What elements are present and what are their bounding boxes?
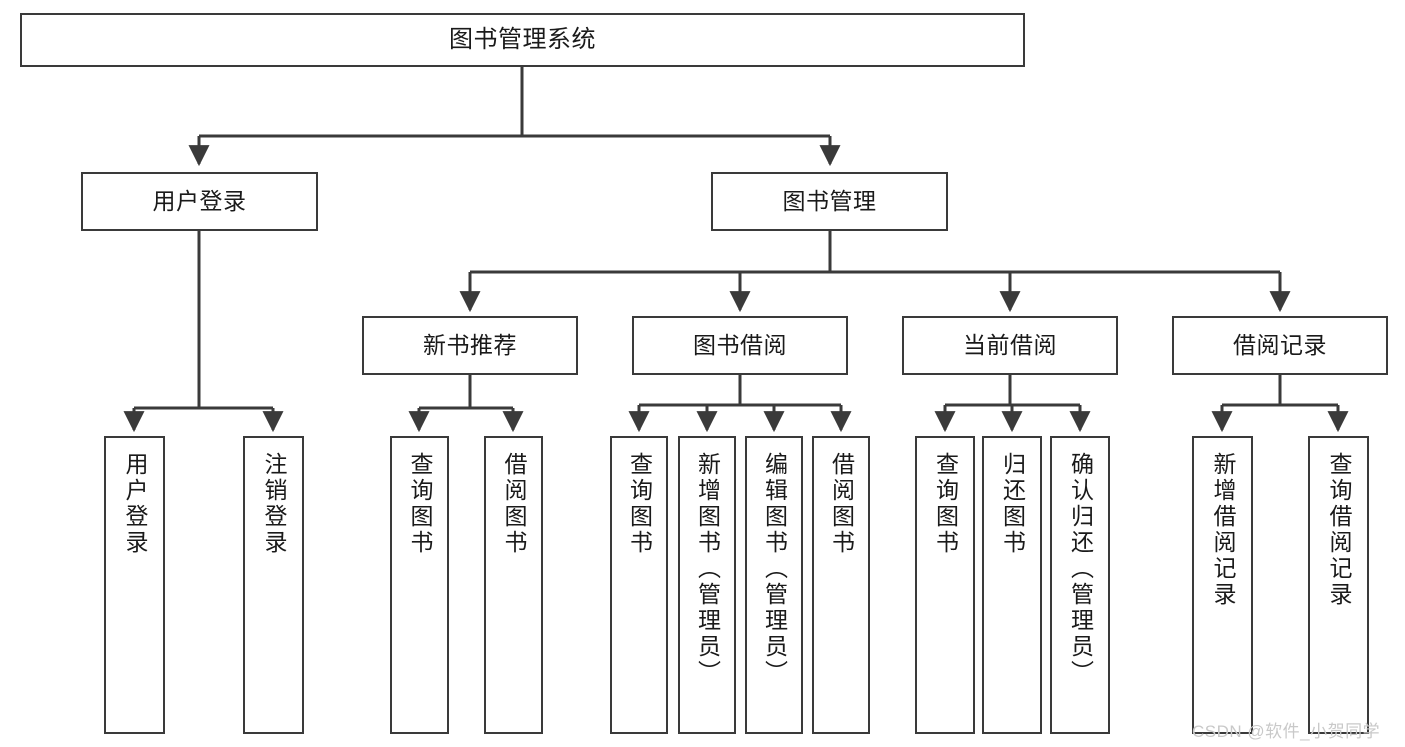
node-new-book-recommend[interactable]: 新书推荐 [362,316,578,375]
node-label: 图书管理 [782,187,877,214]
node-label: 借阅图书 [501,452,527,556]
node-borrow-record[interactable]: 借阅记录 [1172,316,1388,375]
node-label: 新增借阅记录 [1210,452,1236,608]
node-label: 用户登录 [152,187,247,214]
csdn-watermark: CSDN @软件_小贺同学 [1192,722,1381,741]
node-book-borrow[interactable]: 图书借阅 [632,316,848,375]
leaf-current-query-book[interactable]: 查询图书 [915,436,975,734]
leaf-user-login-logout[interactable]: 注销登录 [243,436,304,734]
leaf-recommend-query-book[interactable]: 查询图书 [390,436,449,734]
leaf-record-query-record[interactable]: 查询借阅记录 [1308,436,1369,734]
node-label: 查询借阅记录 [1326,452,1352,608]
leaf-record-add-record[interactable]: 新增借阅记录 [1192,436,1253,734]
node-root-system[interactable]: 图书管理系统 [20,13,1025,67]
leaf-borrow-edit-book-admin[interactable]: 编辑图书（管理员） [745,436,803,734]
leaf-borrow-borrow-book[interactable]: 借阅图书 [812,436,870,734]
node-label: 查询图书 [407,452,433,556]
node-user-login[interactable]: 用户登录 [81,172,318,231]
node-label: 注销登录 [261,452,287,556]
leaf-recommend-borrow-book[interactable]: 借阅图书 [484,436,543,734]
leaf-user-login-login[interactable]: 用户登录 [104,436,165,734]
node-label: 查询图书 [932,452,959,556]
node-label: 确认归还（管理员） [1067,452,1094,686]
node-label: 归还图书 [999,452,1026,556]
node-label: 借阅记录 [1233,331,1327,358]
leaf-current-return-book[interactable]: 归还图书 [982,436,1042,734]
leaf-borrow-add-book-admin[interactable]: 新增图书（管理员） [678,436,736,734]
node-label: 新书推荐 [423,331,517,358]
node-book-management[interactable]: 图书管理 [711,172,948,231]
leaf-borrow-query-book[interactable]: 查询图书 [610,436,668,734]
leaf-current-confirm-return-admin[interactable]: 确认归还（管理员） [1050,436,1110,734]
node-label: 当前借阅 [963,331,1057,358]
node-label: 查询图书 [626,452,653,556]
node-label: 新增图书（管理员） [694,452,721,686]
node-label: 编辑图书（管理员） [761,452,788,686]
node-label: 借阅图书 [828,452,855,556]
node-label: 图书借阅 [693,331,787,358]
node-label: 用户登录 [122,452,148,556]
node-label: 图书管理系统 [449,25,596,53]
node-current-borrow[interactable]: 当前借阅 [902,316,1118,375]
